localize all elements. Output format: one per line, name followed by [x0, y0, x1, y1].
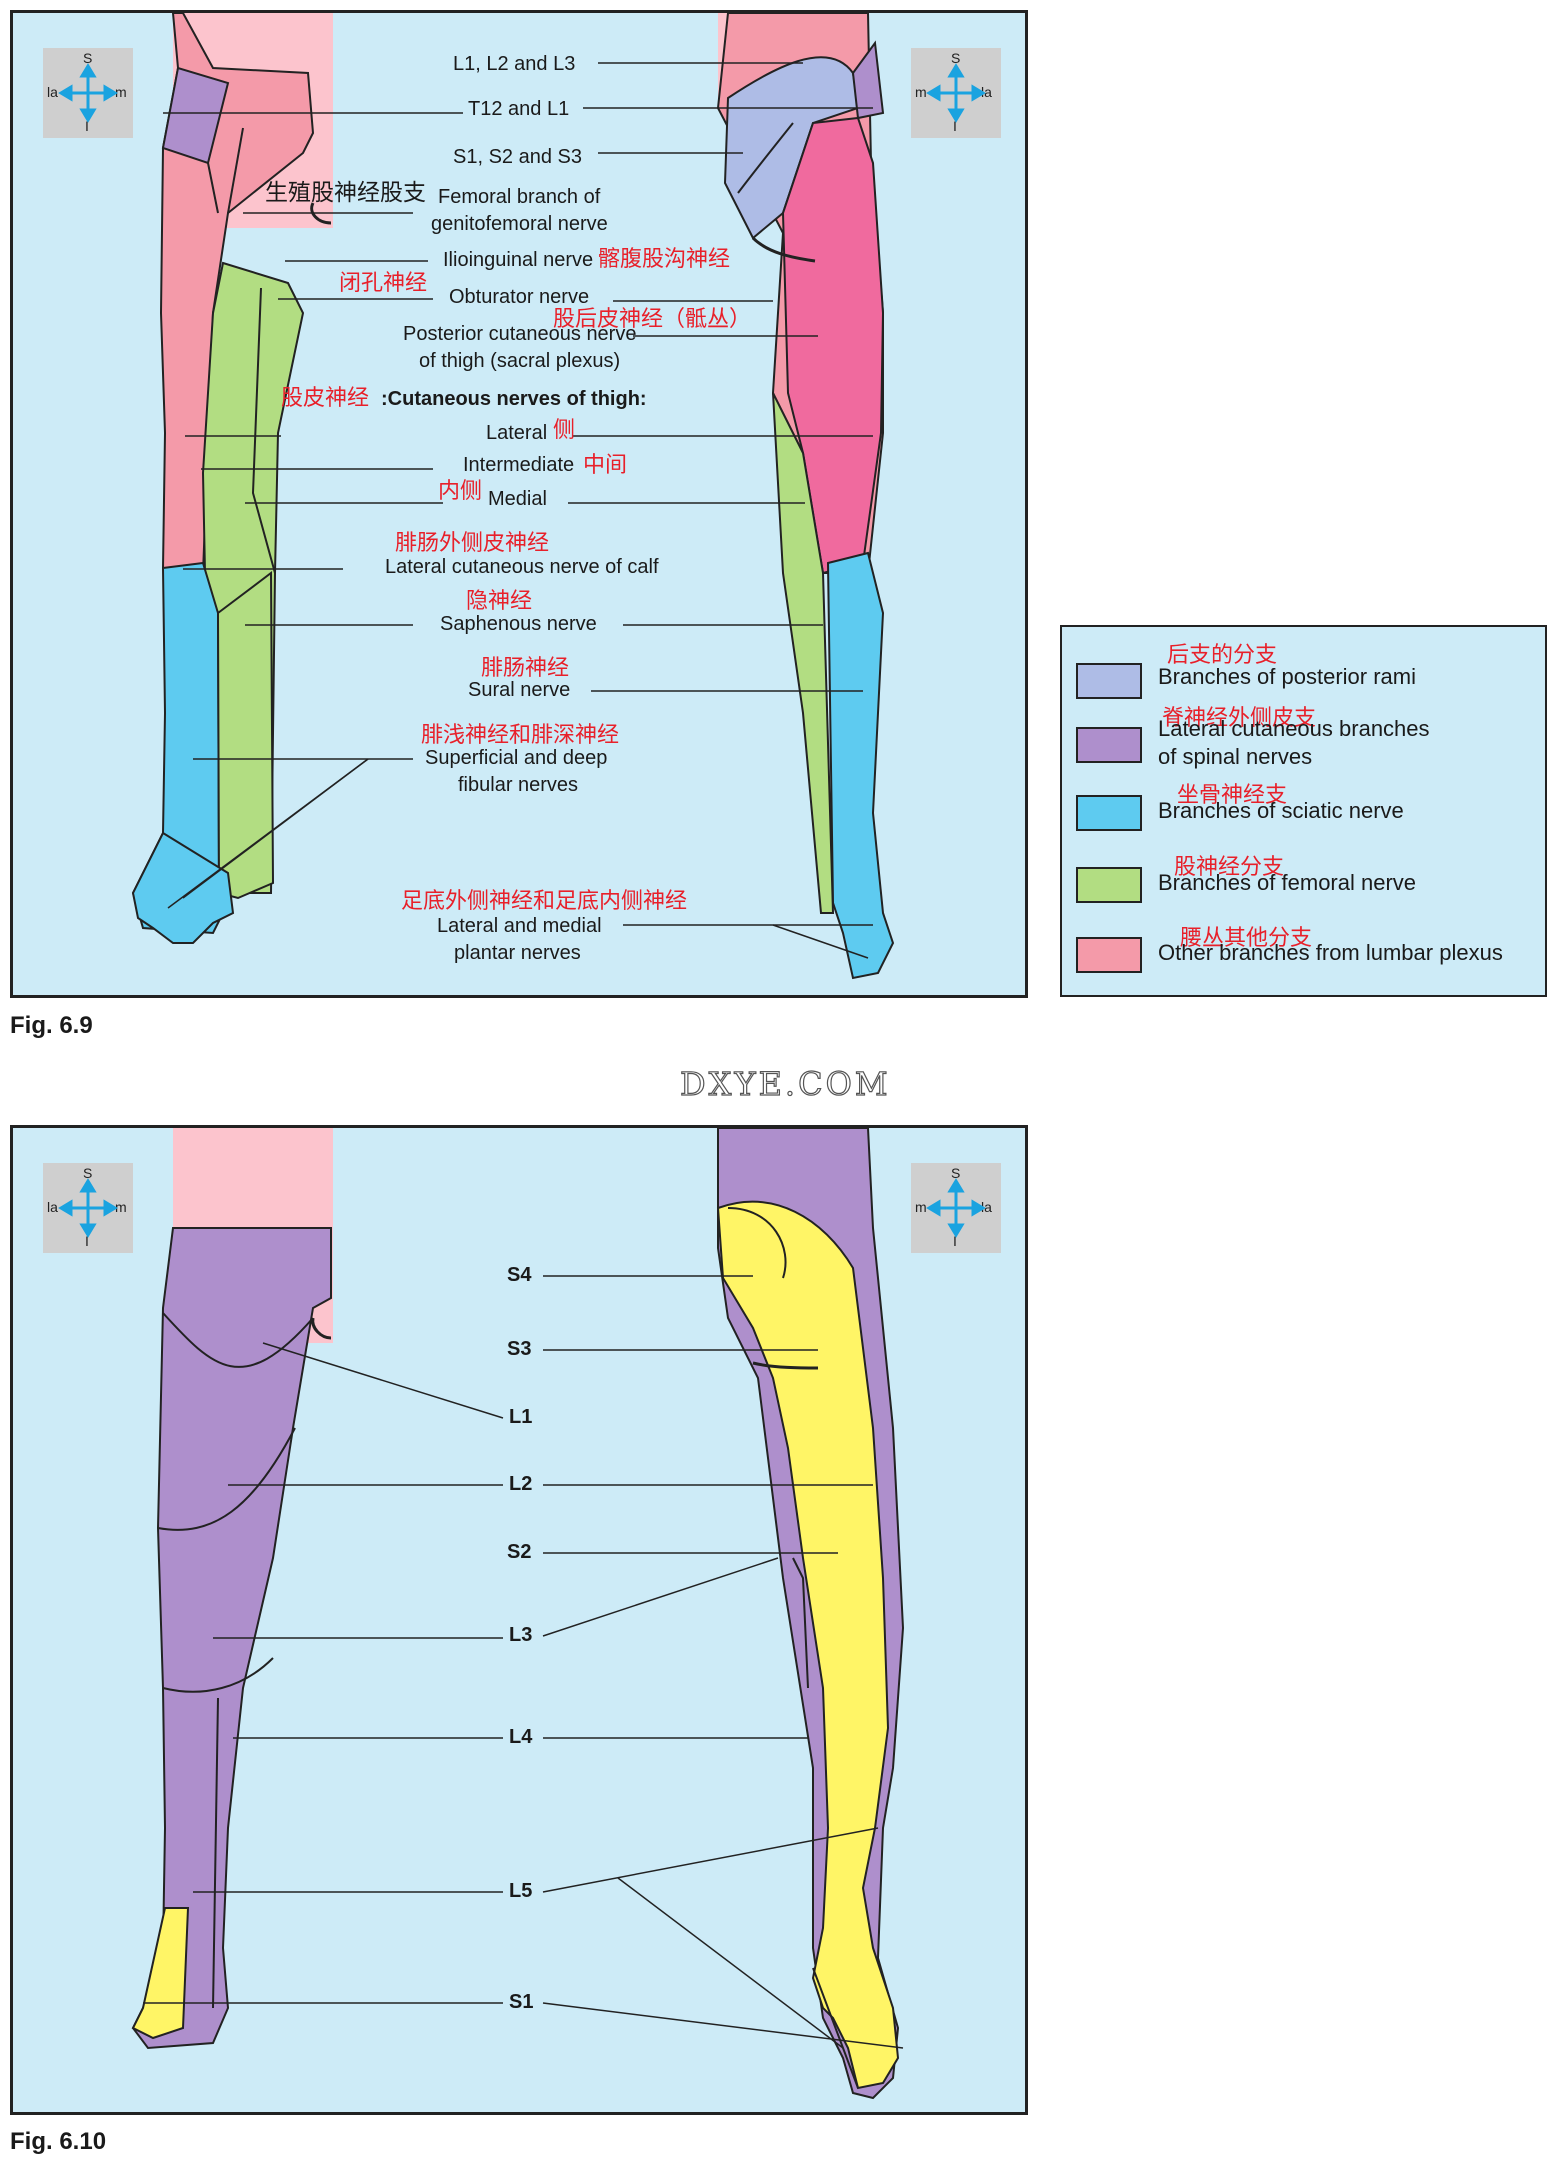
cn-ilioinguinal: 髂腹股沟神经	[598, 246, 731, 271]
segment-s3: S3	[507, 1338, 532, 1360]
compass-s: S	[83, 50, 93, 66]
cn-sural: 腓肠神经	[481, 655, 570, 680]
compass-la: la	[981, 84, 992, 100]
cn-lateral: 侧	[553, 417, 576, 442]
compass-i: I	[85, 118, 89, 134]
label-lateral: Lateral	[486, 422, 548, 444]
compass-la: la	[47, 84, 58, 100]
label-post-cut-1: Posterior cutaneous nerve	[403, 323, 637, 345]
label-ilioinguinal: Ilioinguinal nerve	[443, 249, 594, 271]
legend-swatch	[1076, 663, 1142, 699]
cn-obturator: 闭孔神经	[339, 270, 428, 295]
legend-swatch	[1076, 867, 1142, 903]
figure-6-10-illustration	[131, 1128, 905, 2100]
legend-swatch	[1076, 795, 1142, 831]
leader-lines	[143, 1275, 904, 2049]
compass-arrows-icon	[58, 1178, 118, 1238]
compass-right: S m la I	[911, 48, 1001, 138]
cn-fibular: 腓浅神经和腓深神经	[421, 722, 620, 747]
label-saphenous: Saphenous nerve	[440, 613, 597, 635]
segment-s4: S4	[507, 1264, 532, 1286]
compass-i: I	[953, 118, 957, 134]
compass-m: m	[115, 1199, 127, 1215]
label-femoral-branch-2: genitofemoral nerve	[431, 213, 608, 235]
legend-cn: 股神经分支	[1174, 854, 1285, 879]
cn-post-cut: 股后皮神经（骶丛）	[553, 306, 752, 331]
cn-plantar: 足底外侧神经和足底内侧神经	[401, 888, 688, 913]
compass-m: m	[915, 84, 927, 100]
segment-l1: L1	[509, 1406, 533, 1428]
figure-6-9-panel: S la m I S m la I L1, L2 and L3 T12 and …	[10, 10, 1028, 998]
label-intermediate: Intermediate	[463, 454, 575, 476]
compass-right: S m la I	[911, 1163, 1001, 1253]
label-plantar-1: Lateral and medial	[437, 915, 602, 937]
legend-label: Branches of sciatic nerve	[1158, 798, 1404, 823]
cn-intermediate: 中间	[583, 452, 628, 477]
legend-label: Lateral cutaneous branches	[1158, 716, 1430, 741]
compass-la: la	[47, 1199, 58, 1215]
figure-6-10-caption: Fig. 6.10	[10, 2128, 107, 2155]
segment-l4: L4	[509, 1726, 533, 1748]
legend-label: Other branches from lumbar plexus	[1158, 940, 1503, 965]
cn-genitofemoral: 生殖股神经股支	[265, 179, 426, 205]
compass-s: S	[83, 1165, 93, 1181]
posterior-leg	[716, 13, 895, 980]
label-post-cut-2: of thigh (sacral plexus)	[419, 350, 621, 372]
segment-s2: S2	[507, 1541, 532, 1563]
legend-cn: 腰丛其他分支	[1180, 925, 1313, 950]
watermark: DXYE.COM	[679, 1064, 891, 1103]
label-lat-cut-calf: Lateral cutaneous nerve of calf	[385, 556, 659, 578]
compass-s: S	[951, 50, 961, 66]
figure-6-9-illustration	[131, 13, 895, 980]
cn-cut-thigh: 股皮神经	[281, 385, 370, 410]
label-l1-l2-l3: L1, L2 and L3	[453, 53, 576, 75]
compass-la: la	[981, 1199, 992, 1215]
label-cutaneous-thigh: :Cutaneous nerves of thigh:	[381, 388, 647, 410]
legend-label: Branches of femoral nerve	[1158, 870, 1417, 895]
compass-m: m	[915, 1199, 927, 1215]
compass-arrows-icon	[926, 63, 986, 123]
legend-cn: 脊神经外侧皮支	[1162, 705, 1317, 730]
compass-left: S la m I	[43, 48, 133, 138]
legend-cn: 后支的分支	[1167, 642, 1278, 667]
legend-swatch	[1076, 727, 1142, 763]
segment-l2: L2	[509, 1473, 533, 1495]
posterior-leg	[716, 1128, 905, 2100]
compass-i: I	[85, 1233, 89, 1249]
cn-saphenous: 隐神经	[466, 588, 533, 613]
segment-l3: L3	[509, 1624, 533, 1646]
label-obturator: Obturator nerve	[449, 286, 590, 308]
label-fibular-1: Superficial and deep	[425, 747, 608, 769]
legend-label: Branches of posterior rami	[1158, 664, 1416, 689]
segment-s1: S1	[509, 1991, 534, 2013]
label-t12-l1: T12 and L1	[468, 98, 570, 120]
figure-6-9-caption: Fig. 6.9	[10, 1012, 93, 1039]
label-femoral-branch-1: Femoral branch of	[438, 186, 601, 208]
label-fibular-2: fibular nerves	[458, 774, 579, 796]
legend-label: of spinal nerves	[1158, 744, 1313, 769]
cn-medial: 内侧	[438, 478, 483, 503]
label-sural: Sural nerve	[468, 679, 571, 701]
compass-arrows-icon	[926, 1178, 986, 1238]
legend-panel: 后支的分支 Branches of posterior rami 脊神经外侧皮支…	[1060, 625, 1547, 997]
anterior-leg	[131, 13, 332, 944]
legend-cn: 坐骨神经支	[1177, 782, 1288, 807]
label-s1-s2-s3: S1, S2 and S3	[453, 146, 582, 168]
leader-lines	[163, 62, 873, 959]
cn-lat-cut-calf: 腓肠外侧皮神经	[395, 530, 550, 555]
segment-l5: L5	[509, 1880, 533, 1902]
figure-6-10-panel: S la m I S m la I S4 S3 L1 L2 S2 L3 L4 L…	[10, 1125, 1028, 2115]
label-plantar-2: plantar nerves	[454, 942, 581, 964]
compass-i: I	[953, 1233, 957, 1249]
compass-left: S la m I	[43, 1163, 133, 1253]
compass-s: S	[951, 1165, 961, 1181]
label-medial: Medial	[488, 488, 547, 510]
compass-arrows-icon	[58, 63, 118, 123]
legend-swatch	[1076, 937, 1142, 973]
compass-m: m	[115, 84, 127, 100]
